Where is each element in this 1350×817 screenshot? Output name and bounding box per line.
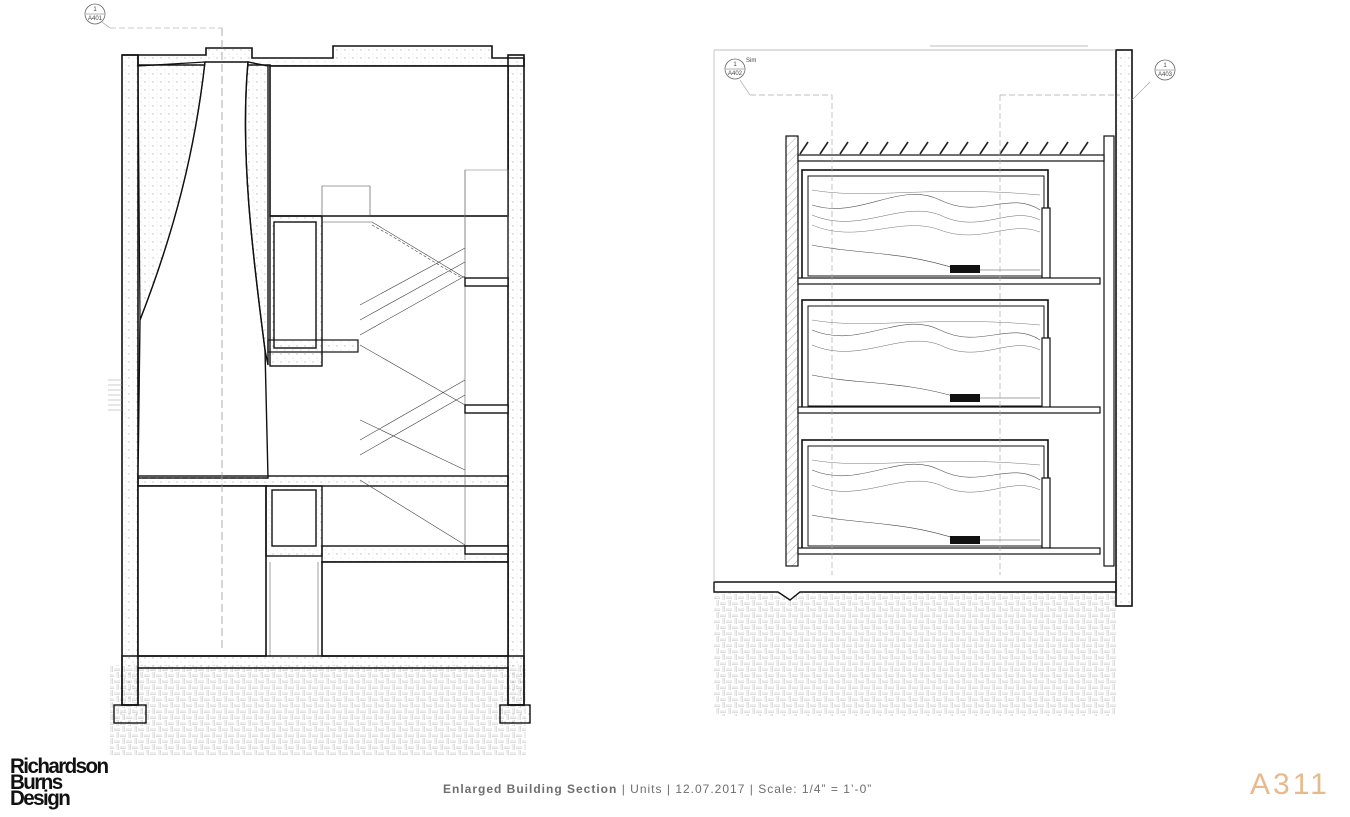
upper-room — [269, 65, 509, 217]
mid-floor-slab — [137, 475, 509, 487]
shaft-fill — [244, 61, 269, 366]
section-tag-a402: 1 A402 Sim — [724, 58, 756, 80]
svg-text:A403: A403 — [1158, 72, 1173, 78]
sheet-title: Enlarged Building Section — [443, 782, 618, 796]
svg-text:1: 1 — [93, 7, 97, 13]
svg-text:A401: A401 — [88, 16, 103, 22]
firm-logo: Richardson Burns Design — [10, 755, 110, 810]
staircase — [321, 169, 509, 560]
svg-text:1: 1 — [1163, 63, 1167, 69]
left-outer-wall — [121, 54, 139, 706]
units-label: Units — [630, 782, 663, 796]
separator: | — [749, 782, 754, 796]
sheet-date: 12.07.2017 — [675, 782, 746, 796]
right-wall-east — [1115, 49, 1133, 607]
sheet-scale: Scale: 1/4” = 1’-0” — [758, 782, 873, 796]
roof-louvers — [799, 141, 1089, 155]
firm-name-line-3: Design — [10, 787, 71, 810]
section-tag-a401: 1 A401 — [84, 3, 111, 29]
separator: | — [621, 782, 626, 796]
pod-level-2 — [797, 299, 1101, 414]
section-tag-a403: 1 A403 — [1154, 59, 1176, 81]
svg-text:A402: A402 — [728, 71, 743, 77]
right-outer-wall — [507, 54, 525, 706]
right-building-section: 1 A402 Sim 1 A403 — [713, 45, 1176, 716]
pod-level-3 — [797, 439, 1101, 555]
pod-level-1 — [797, 169, 1101, 285]
ground-right — [714, 592, 1116, 716]
svg-text:1: 1 — [733, 62, 737, 68]
firm-name-line-2: Burns — [10, 771, 63, 794]
ground-left — [110, 665, 526, 755]
left-building-section: 1 A401 — [84, 3, 531, 755]
firm-name-line-1: Richardson — [10, 755, 109, 778]
separator: | — [666, 782, 671, 796]
svg-text:Sim: Sim — [746, 58, 756, 64]
sheet-caption: Enlarged Building Section | Units | 12.0… — [443, 782, 872, 796]
sheet-number: A311 — [1250, 768, 1330, 801]
